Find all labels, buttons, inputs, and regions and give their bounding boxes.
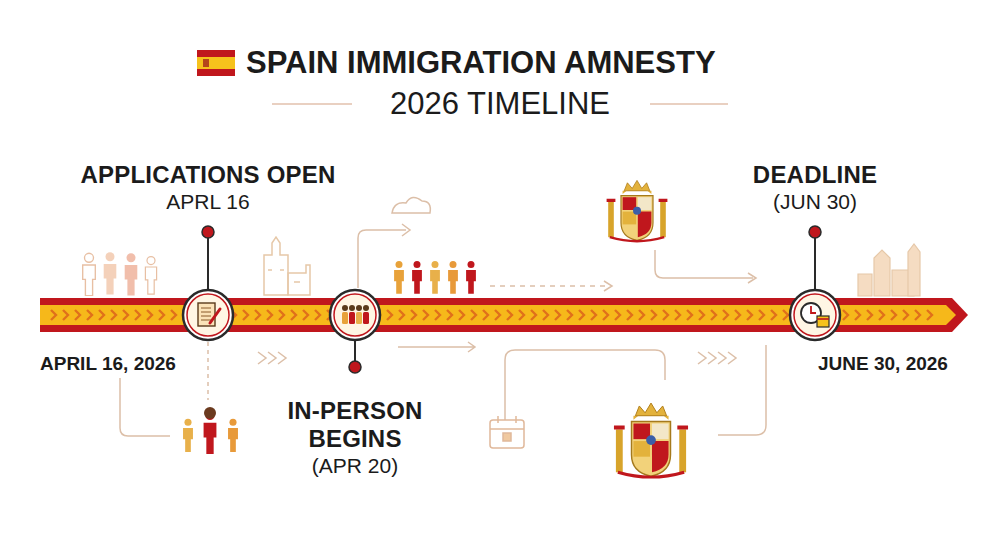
milestone-icon [801, 303, 829, 327]
milestone-ring [789, 289, 841, 341]
spain-flag [197, 50, 235, 76]
date-label: JUNE 30, 2026 [818, 353, 948, 375]
milestone-caption: APPLICATIONS OPENAPRL 16 [48, 161, 368, 215]
timeline-segment [234, 315, 329, 316]
title: SPAIN IMMIGRATION AMNESTY [246, 44, 716, 82]
building-outline [858, 244, 920, 296]
coat-of-arms [614, 403, 688, 477]
coat-of-arms [607, 180, 668, 241]
milestone-circle: APPLICATIONS OPENAPRL 16 [182, 289, 234, 341]
milestone-ring [182, 289, 234, 341]
timeline-segment [381, 315, 789, 316]
milestone-caption: IN-PERSON BEGINS(APR 20) [265, 397, 445, 479]
date-label: APRIL 16, 2026 [40, 353, 176, 375]
milestone-circle: IN-PERSON BEGINS(APR 20) [329, 289, 381, 341]
milestone-caption: DEADLINE(JUN 30) [685, 161, 945, 215]
people-row [394, 261, 476, 294]
milestone-heading: DEADLINE [685, 161, 945, 189]
milestone-date: (APR 20) [265, 453, 445, 479]
subtitle: 2026 TIMELINE [390, 86, 610, 122]
milestone-heading: IN-PERSON BEGINS [265, 397, 445, 453]
title-rule [272, 103, 352, 105]
milestone-icon [342, 305, 369, 324]
people-icons [83, 252, 157, 295]
milestone-ring [329, 289, 381, 341]
milestone-icon [198, 303, 220, 326]
building-outline [264, 237, 310, 295]
milestone-circle: DEADLINE(JUN 30) [789, 289, 841, 341]
calendar-icon [490, 416, 524, 448]
title-rule [650, 103, 728, 105]
milestone-date: APRL 16 [48, 189, 368, 215]
group-people [183, 407, 238, 454]
milestone-heading: APPLICATIONS OPEN [48, 161, 368, 189]
milestone-date: (JUN 30) [685, 189, 945, 215]
